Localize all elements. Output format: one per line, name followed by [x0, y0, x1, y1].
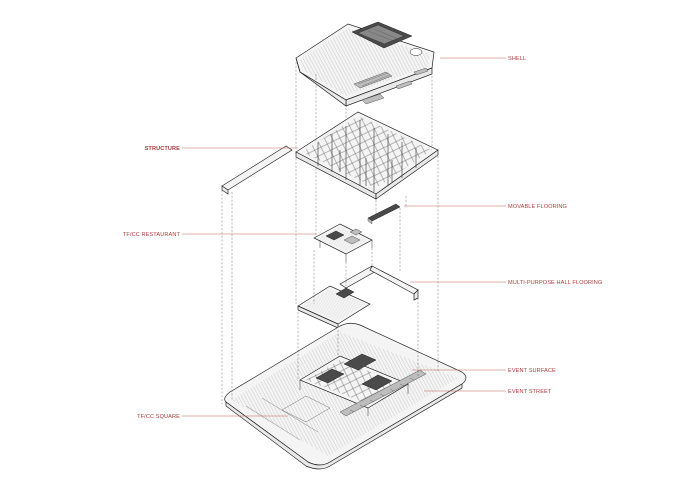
- movable-flooring-layer: [367, 203, 401, 225]
- label-event-street: EVENT STREET: [508, 389, 552, 395]
- label-hall-flooring: MULTI-PURPOSE HALL FLOORING: [508, 280, 602, 286]
- leader-lines: [182, 57, 506, 417]
- label-square: TF/CC SQUARE: [137, 414, 180, 420]
- labels: SHELL STRUCTURE MOVABLE FLOORING TF/CC R…: [123, 56, 602, 420]
- label-restaurant: TF/CC RESTAURANT: [123, 232, 181, 238]
- hall-flooring-layer: [297, 265, 419, 329]
- label-shell: SHELL: [508, 56, 526, 62]
- restaurant-layer: [313, 223, 373, 262]
- projection-lines: [221, 62, 439, 404]
- shell-roof-layer: [295, 21, 435, 107]
- structure-layer: [221, 111, 439, 200]
- label-movable-flooring: MOVABLE FLOORING: [508, 204, 567, 210]
- label-event-surface: EVENT SURFACE: [508, 368, 556, 374]
- label-structure: STRUCTURE: [145, 146, 181, 152]
- square-base-layer: [224, 322, 467, 470]
